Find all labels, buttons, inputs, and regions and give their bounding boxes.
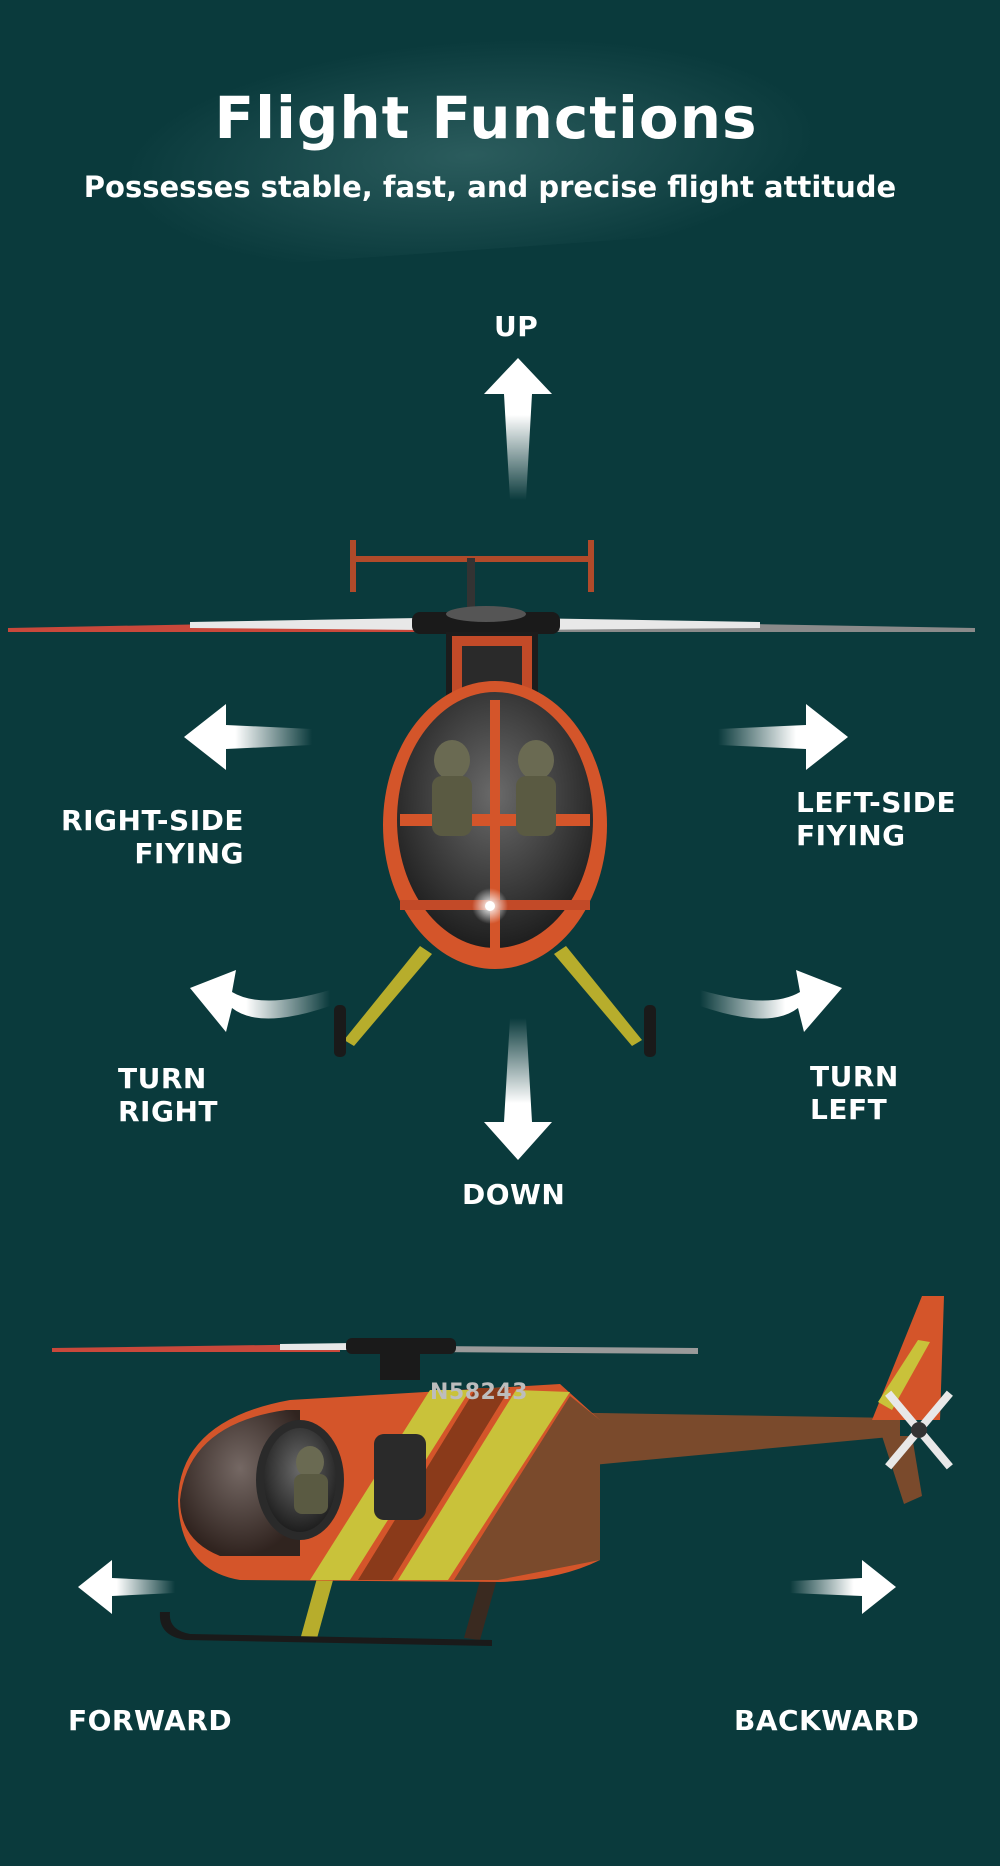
label-turn-right-line1: TURN	[118, 1062, 207, 1095]
arrow-right-icon	[718, 704, 848, 770]
label-right-side-flying: RIGHT-SIDE FIYING	[36, 804, 244, 870]
helicopter-front-view	[8, 540, 975, 1057]
arrow-down-icon	[484, 1018, 552, 1160]
label-right-side-line2: FIYING	[134, 837, 244, 870]
label-backward: BACKWARD	[734, 1704, 920, 1737]
arrow-left-icon	[184, 704, 312, 770]
label-left-side-flying: LEFT-SIDE FIYING	[796, 786, 956, 852]
page-subtitle: Possesses stable, fast, and precise flig…	[83, 170, 897, 204]
label-left-side-line2: FIYING	[796, 819, 906, 852]
helicopter-registration: N58243	[430, 1380, 528, 1405]
label-right-side-line1: RIGHT-SIDE	[61, 804, 244, 837]
label-turn-left: TURN LEFT	[810, 1060, 899, 1126]
curved-arrow-turn-left-icon	[700, 970, 842, 1032]
helicopter-side-view	[52, 1296, 953, 1646]
curved-arrow-turn-right-icon	[190, 970, 330, 1032]
label-turn-right: TURN RIGHT	[118, 1062, 218, 1128]
label-down: DOWN	[462, 1178, 566, 1211]
arrow-backward-icon	[790, 1560, 896, 1614]
label-turn-left-line2: LEFT	[810, 1093, 888, 1126]
label-forward: FORWARD	[68, 1704, 233, 1737]
arrow-up-icon	[484, 358, 552, 500]
label-left-side-line1: LEFT-SIDE	[796, 786, 957, 819]
label-up: UP	[494, 310, 539, 343]
label-turn-left-line1: TURN	[810, 1060, 899, 1093]
page-title: Flight Functions	[214, 84, 758, 152]
label-turn-right-line2: RIGHT	[118, 1095, 218, 1128]
arrow-forward-icon	[78, 1560, 175, 1614]
tail-rotor	[885, 1390, 953, 1470]
